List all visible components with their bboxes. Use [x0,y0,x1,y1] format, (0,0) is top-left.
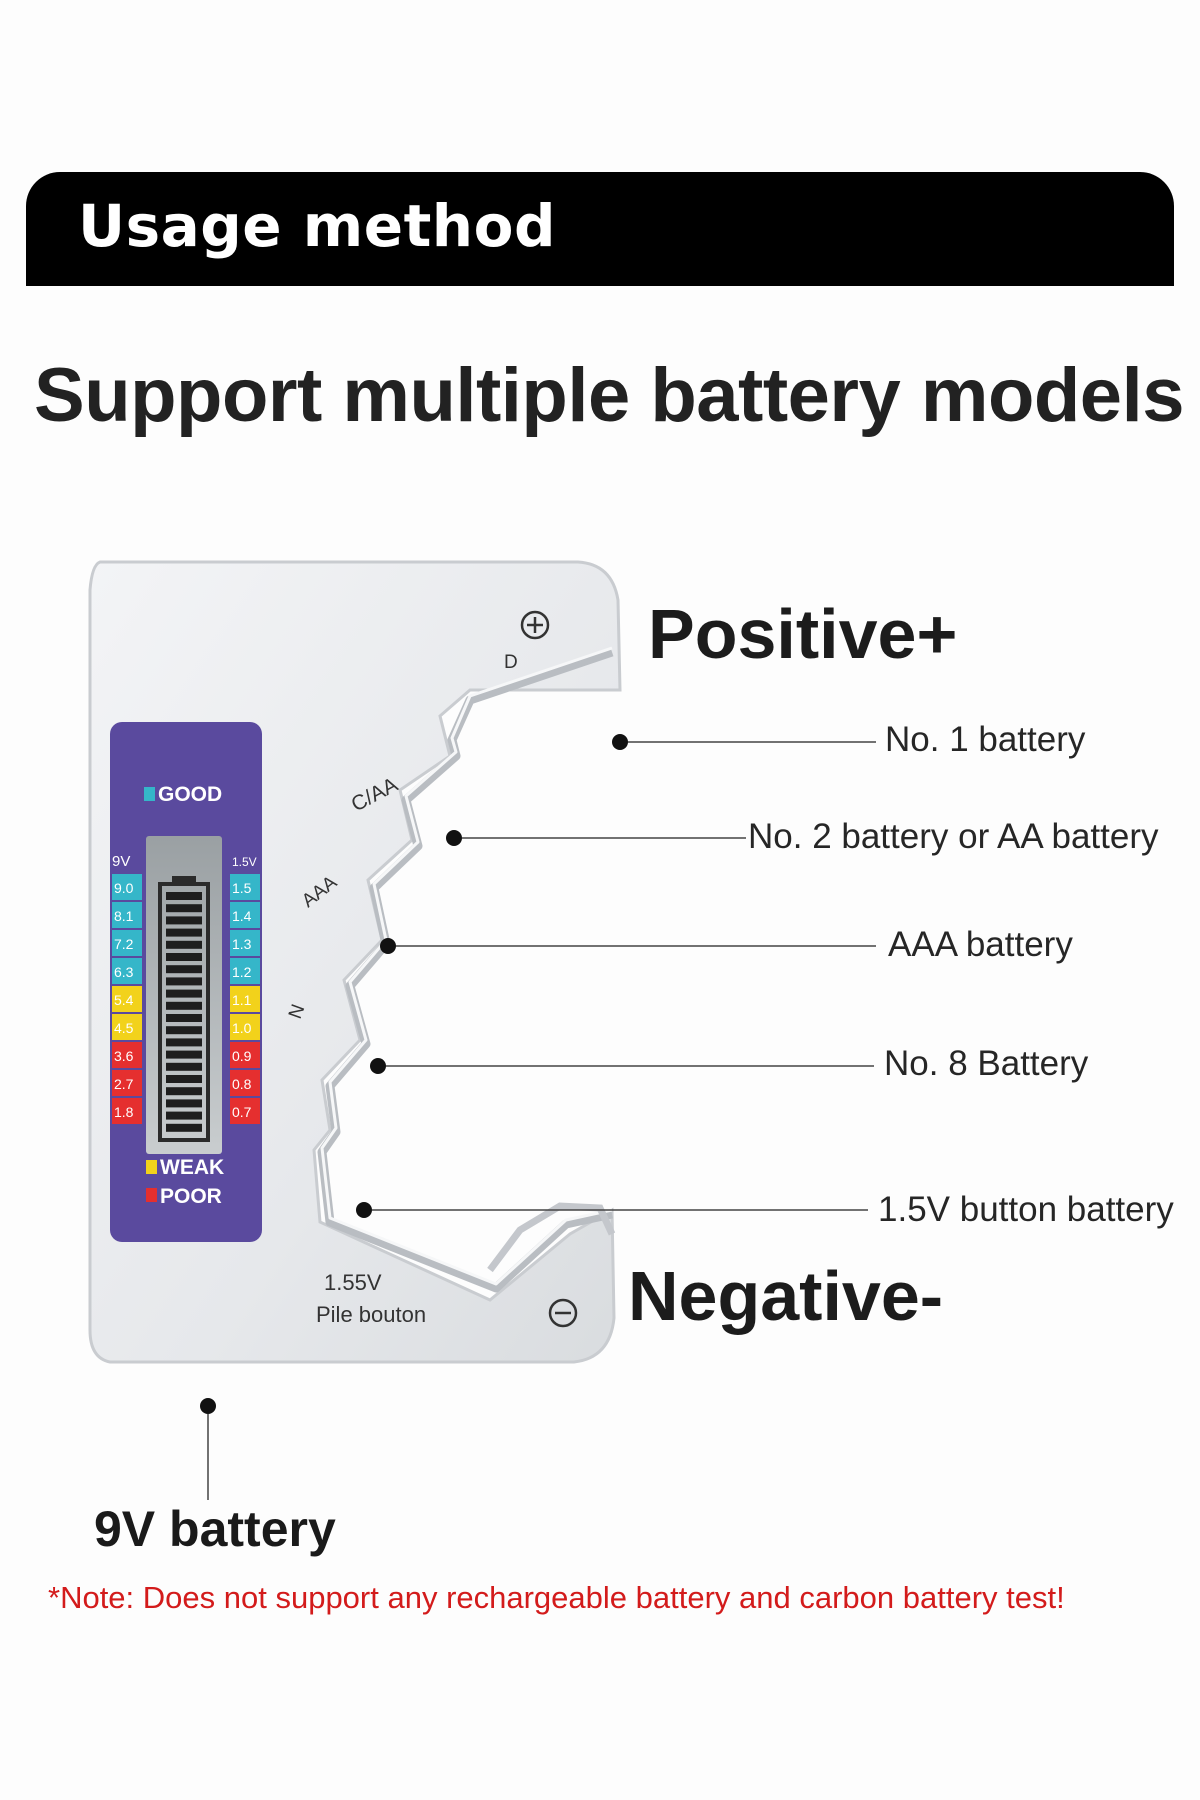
lcd-segment [166,1050,202,1059]
nine-v-battery-label: 9V battery [94,1501,336,1557]
lcd-segments [166,892,202,1132]
lcd-segment [166,892,202,900]
left-scale-cell [112,1098,142,1124]
weak-legend-swatch [146,1160,157,1174]
lcd-segment [166,1123,202,1132]
left-scale-value: 7.2 [114,936,134,952]
right-scale-cell [230,958,260,984]
right-scale-value: 1.0 [232,1020,252,1036]
plus-icon [520,610,550,640]
usage-method-banner: Usage method [26,172,1174,286]
callout-button [356,1202,868,1218]
headline: Support multiple battery models [34,353,1184,438]
left-voltage-scale: 9.0 8.1 7.2 6.3 5.4 4.5 3.6 2.7 1.8 [112,874,142,1124]
left-scale-value: 1.8 [114,1104,134,1120]
lcd-segment [166,1075,202,1083]
callout-label-button: 1.5V button battery [878,1190,1174,1229]
lcd-battery-outline [158,882,210,1142]
callout-no2 [446,830,746,846]
callout-no8 [370,1058,874,1074]
left-scale-cell [112,1014,142,1040]
left-scale-value: 9.0 [114,880,134,896]
right-scale-value: 0.9 [232,1048,252,1064]
lcd-segment [166,928,202,937]
callout-label-no2: No. 2 battery or AA battery [748,817,1159,856]
left-scale-cell [112,902,142,928]
lcd-segment [166,904,202,913]
right-scale-cell [230,986,260,1012]
right-scale-cell [230,902,260,928]
negative-clip [487,1202,616,1273]
left-scale-cell [112,1042,142,1068]
minus-icon [548,1298,578,1328]
left-scale-value: 8.1 [114,908,134,924]
lcd-segment [166,977,202,986]
left-scale-value: 5.4 [114,992,134,1008]
good-legend-swatch [144,787,155,801]
button-voltage-label: 1.55V [324,1270,382,1295]
weak-legend-label: WEAK [160,1156,224,1179]
lcd-segment [166,1014,202,1022]
lcd-battery-cap [172,876,196,884]
right-scale-value: 1.4 [232,908,252,924]
meter-right-header: 1.5V [232,855,257,869]
lcd-segment [166,1099,202,1108]
left-scale-value: 3.6 [114,1048,134,1064]
contact-spring-highlight [320,646,613,1286]
lcd-segment [166,1038,202,1047]
lcd-segment [166,1062,202,1071]
callout-label-aaa: AAA battery [888,925,1073,964]
lcd-segment [166,1087,202,1096]
right-scale-value: 0.7 [232,1104,252,1120]
right-scale-cell [230,1098,260,1124]
lcd-segment [166,1001,202,1010]
left-scale-cell [112,958,142,984]
right-scale-cell [230,1014,260,1040]
right-scale-value: 1.2 [232,964,252,980]
right-scale-cell [230,1070,260,1096]
left-scale-value: 4.5 [114,1020,134,1036]
callout-label-no8: No. 8 Battery [884,1044,1089,1083]
right-voltage-scale: 1.5 1.4 1.3 1.2 1.1 1.0 0.9 0.8 0.7 [230,874,260,1124]
banner-title: Usage method [78,192,556,260]
left-scale-value: 6.3 [114,964,134,980]
left-scale-cell [112,930,142,956]
lcd-segment [166,916,202,925]
left-scale-cell [112,986,142,1012]
meter-left-header: 9V [112,853,130,870]
callout-aaa [380,938,876,954]
right-scale-cell [230,1042,260,1068]
warning-note: *Note: Does not support any rechargeable… [48,1580,1065,1615]
poor-legend-swatch [146,1188,157,1202]
callout-9v [200,1398,216,1500]
lcd-segment [166,965,202,974]
left-scale-cell [112,1070,142,1096]
positive-label: Positive+ [648,595,958,673]
callout-no1 [612,734,876,750]
poor-legend-label: POOR [160,1185,222,1208]
lcd-segment [166,1026,202,1035]
slot-label-d: D [504,652,518,673]
left-scale-value: 2.7 [114,1076,134,1092]
negative-label: Negative- [628,1257,944,1335]
left-scale-cell [112,874,142,900]
right-scale-value: 1.5 [232,880,252,896]
slot-label-n: N [285,1002,309,1022]
callout-label-no1: No. 1 battery [885,720,1086,759]
right-scale-cell [230,874,260,900]
lcd-segment [166,940,202,949]
button-name-label: Pile bouton [316,1302,426,1327]
lcd-segment [166,989,202,998]
lcd-segment [166,953,202,961]
right-scale-value: 1.1 [232,992,252,1008]
lcd-segment [166,1111,202,1120]
right-scale-value: 1.3 [232,936,252,952]
right-scale-value: 0.8 [232,1076,252,1092]
right-scale-cell [230,930,260,956]
good-legend-label: GOOD [158,783,222,806]
